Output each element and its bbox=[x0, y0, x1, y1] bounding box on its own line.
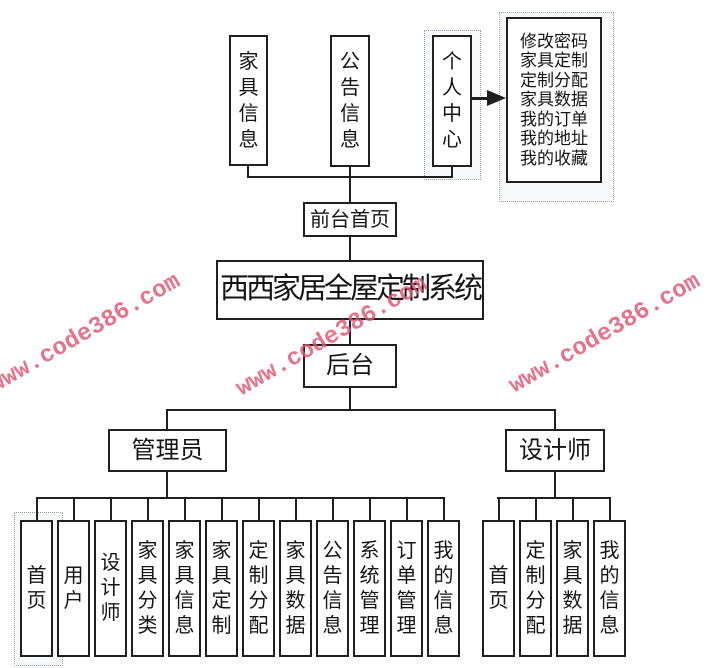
admin-children-row: 首页用户设计师家具分类家具信息家具定制定制分配家具数据公告信息系统管理订单管理我… bbox=[20, 497, 460, 657]
connector-admin-children-rail bbox=[36, 497, 444, 499]
connector-furniture-stub bbox=[247, 166, 249, 178]
menu-item: 我的收藏 bbox=[520, 148, 588, 168]
personal-center-menu-items: 修改密码家具定制定制分配家具数据我的订单我的地址我的收藏 bbox=[508, 32, 600, 169]
connector-personal-stub bbox=[451, 167, 453, 178]
connector-roles-rail bbox=[166, 409, 556, 411]
admin-child-node: 定制分配 bbox=[242, 497, 275, 657]
designer-child-node: 定制分配 bbox=[519, 497, 552, 657]
arrow-right-icon bbox=[487, 90, 506, 106]
connector-designer-down bbox=[554, 472, 556, 498]
menu-item: 定制分配 bbox=[520, 70, 588, 90]
watermark: www.code386.com bbox=[504, 268, 706, 400]
menu-item: 我的订单 bbox=[520, 109, 588, 129]
admin-child-node: 系统管理 bbox=[353, 497, 386, 657]
node-backend: 后台 bbox=[303, 344, 397, 388]
node-admin-role: 管理员 bbox=[108, 429, 227, 472]
admin-child-node: 设计师 bbox=[94, 497, 127, 657]
connector-admin-down bbox=[166, 472, 168, 498]
admin-child-node: 用户 bbox=[57, 497, 90, 657]
menu-item: 我的地址 bbox=[520, 129, 588, 149]
watermark: www.code386.com bbox=[0, 268, 186, 400]
connector-home-to-title bbox=[349, 237, 351, 260]
node-front-home: 前台首页 bbox=[303, 202, 397, 237]
node-system-title: 西西家居全屋定制系统 bbox=[216, 260, 484, 320]
connector-designer-children-rail bbox=[497, 497, 610, 499]
node-personal-center-menu: 修改密码家具定制定制分配家具数据我的订单我的地址我的收藏 bbox=[506, 17, 602, 183]
admin-child-node: 家具数据 bbox=[279, 497, 312, 657]
admin-child-node: 公告信息 bbox=[316, 497, 349, 657]
node-furniture-info: 家具信息 bbox=[229, 35, 268, 166]
designer-children-row: 首页定制分配家具数据我的信息 bbox=[482, 497, 626, 657]
designer-child-node: 首页 bbox=[482, 497, 515, 657]
admin-child-node: 首页 bbox=[20, 497, 53, 657]
designer-child-node: 我的信息 bbox=[593, 497, 626, 657]
admin-child-node: 我的信息 bbox=[427, 497, 460, 657]
admin-child-node: 订单管理 bbox=[390, 497, 423, 657]
connector-title-to-backend bbox=[349, 320, 351, 344]
designer-child-node: 家具数据 bbox=[556, 497, 589, 657]
connector-admin-riser bbox=[166, 409, 168, 429]
admin-child-node: 家具定制 bbox=[205, 497, 238, 657]
node-announcement-info: 公告信息 bbox=[330, 35, 370, 167]
personal-center-arrow-line bbox=[472, 97, 488, 100]
admin-child-node: 家具分类 bbox=[131, 497, 164, 657]
node-personal-center: 个人中心 bbox=[432, 35, 472, 167]
menu-item: 修改密码 bbox=[520, 31, 588, 51]
connector-designer-riser bbox=[554, 409, 556, 429]
connector-backend-stub bbox=[349, 388, 351, 410]
admin-child-node: 家具信息 bbox=[168, 497, 201, 657]
menu-item: 家具定制 bbox=[520, 51, 588, 71]
connector-announce-to-home bbox=[349, 167, 351, 202]
node-designer-role: 设计师 bbox=[505, 429, 605, 472]
menu-item: 家具数据 bbox=[520, 90, 588, 110]
